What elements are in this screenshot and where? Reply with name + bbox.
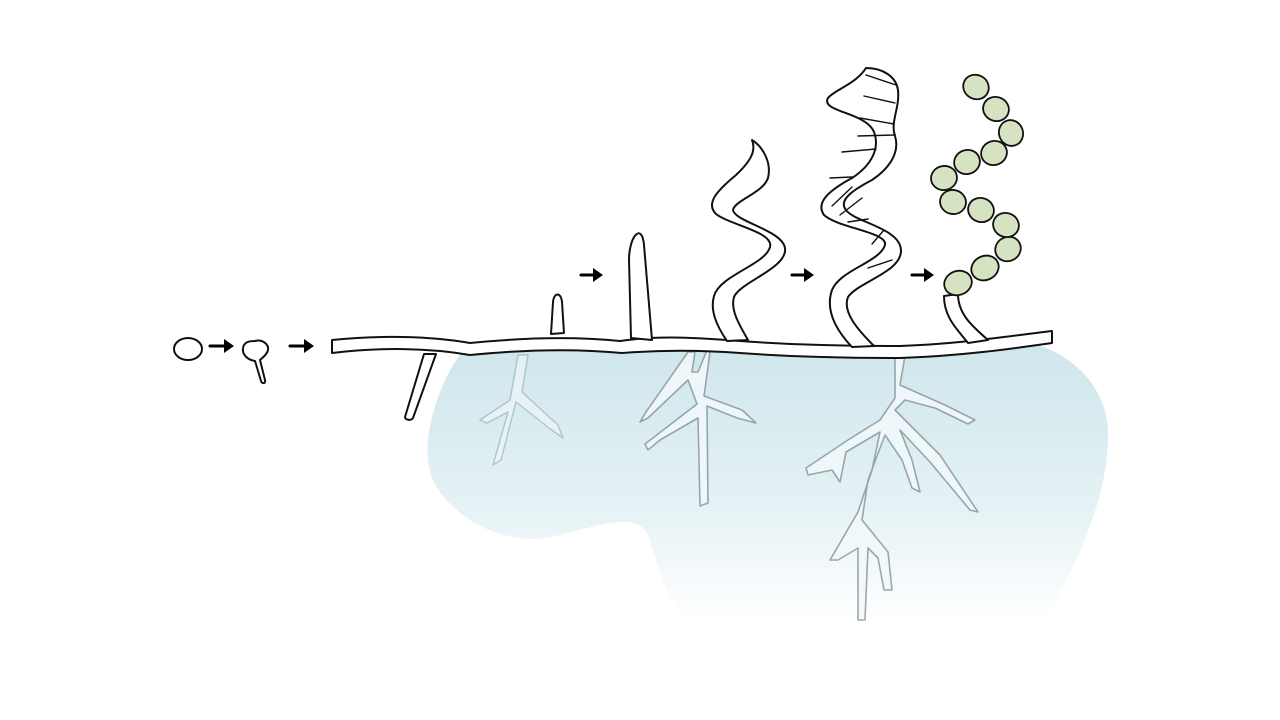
spore [943, 269, 973, 297]
substrate-hypha-1 [479, 354, 564, 466]
spore [953, 148, 981, 176]
aerial-hypha-bud [550, 293, 565, 335]
substrate-hypha-2 [639, 349, 757, 507]
spore [930, 165, 958, 191]
aerial-hypha-elongating [628, 232, 653, 341]
spore [980, 139, 1008, 167]
spore [967, 196, 995, 224]
arrow-right-icon [579, 268, 603, 282]
spore [994, 235, 1022, 263]
septated-spore-chain [820, 67, 903, 348]
spore [997, 119, 1025, 147]
main-hypha [331, 330, 1053, 359]
arrow-right-icon [910, 268, 934, 282]
arrow-right-icon [208, 339, 234, 353]
substrate-hyphae [479, 349, 979, 621]
germinating-spore [241, 339, 270, 385]
free-spore [173, 337, 203, 361]
arrow-right-icon [790, 268, 814, 282]
spore [970, 254, 1000, 282]
spore [962, 73, 990, 101]
aerial-hypha-coiling [710, 139, 787, 342]
spore-chain-stalk [943, 293, 989, 344]
spore [992, 211, 1020, 239]
substrate-hypha-3 [805, 355, 979, 621]
spore [982, 95, 1010, 123]
substrate-branch-left [404, 353, 437, 421]
spore [939, 189, 967, 215]
mature-spore-chain [930, 73, 1025, 297]
substrate-medium [427, 346, 1109, 620]
arrow-right-icon [288, 339, 314, 353]
